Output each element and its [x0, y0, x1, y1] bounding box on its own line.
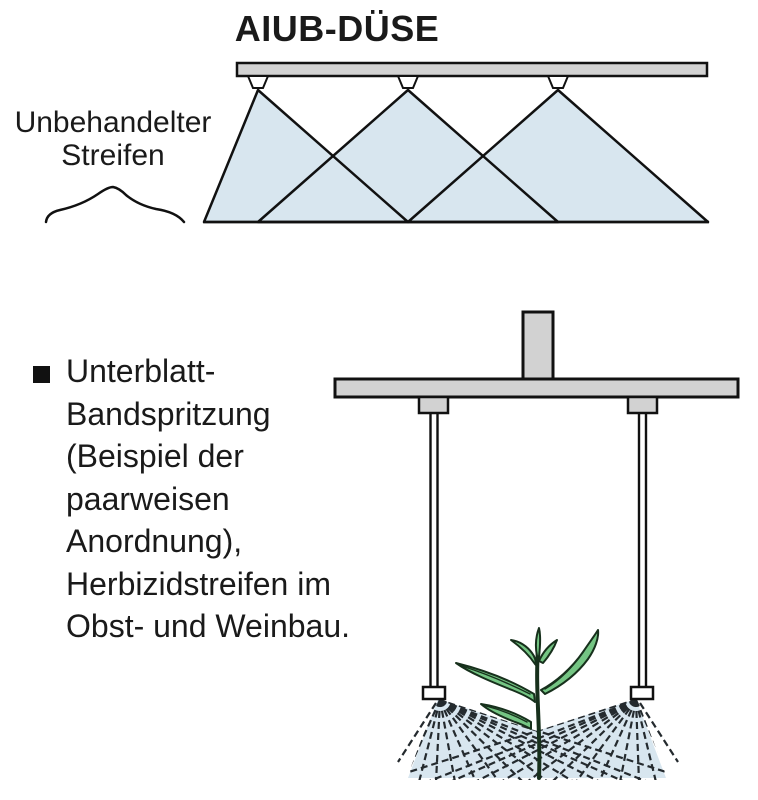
- nozzle-icon: [396, 75, 420, 89]
- plant-stem: [535, 648, 542, 780]
- nozzle-icon: [546, 75, 570, 89]
- caption-line: (Beispiel der: [66, 438, 244, 474]
- nozzle-tip-left: [421, 685, 447, 701]
- mount-block-right: [626, 395, 659, 415]
- mount-block-left: [417, 395, 450, 415]
- caption-line: Unterblatt-: [66, 353, 216, 389]
- drop-tube-left: [429, 413, 439, 688]
- nozzle-icon: [246, 75, 270, 89]
- untreated-strip-brace: [44, 185, 186, 224]
- bullet-square-icon: [33, 366, 50, 383]
- spray-ray: [397, 702, 437, 763]
- spray-cone-3: [408, 90, 708, 222]
- untreated-strip-label: Unbehandelter Streifen: [2, 106, 224, 172]
- tool-bar: [333, 377, 740, 399]
- plant-leaf-top-right: [538, 639, 558, 664]
- nozzle-tip-right: [629, 685, 655, 701]
- diagram-title: AIUB-DÜSE: [234, 8, 440, 49]
- leaf-vein: [485, 705, 528, 723]
- untreated-strip-label-line2: Streifen: [61, 139, 165, 172]
- caption-line: paarweisen: [66, 480, 230, 517]
- plant: [455, 627, 600, 780]
- plant-leaf-right: [540, 629, 600, 695]
- caption-line: Obst- und Weinbau.: [66, 608, 351, 644]
- leaf-vein: [461, 665, 531, 695]
- bottom-band-sprayer-diagram: [333, 310, 740, 780]
- drop-tube-right: [637, 413, 648, 688]
- caption-line: Herbizidstreifen im: [66, 565, 331, 602]
- caption-line: Bandspritzung: [66, 395, 271, 432]
- plant-leaf-top-left: [510, 639, 537, 666]
- plant-leaf-top-center: [534, 627, 542, 658]
- mast: [521, 310, 555, 383]
- leaf-vein: [544, 648, 586, 690]
- plant-leaf-low-left: [480, 703, 532, 730]
- spray-ray: [639, 702, 679, 763]
- plant-leaf-mid-left: [455, 662, 536, 703]
- caption-text: Unterblatt- Bandspritzung (Beispiel der …: [66, 350, 426, 648]
- boom-bar: [235, 61, 709, 78]
- caption-line: Anordnung),: [66, 523, 243, 559]
- untreated-strip-label-line1: Unbehandelter: [14, 106, 212, 139]
- top-spray-diagram: [44, 61, 710, 224]
